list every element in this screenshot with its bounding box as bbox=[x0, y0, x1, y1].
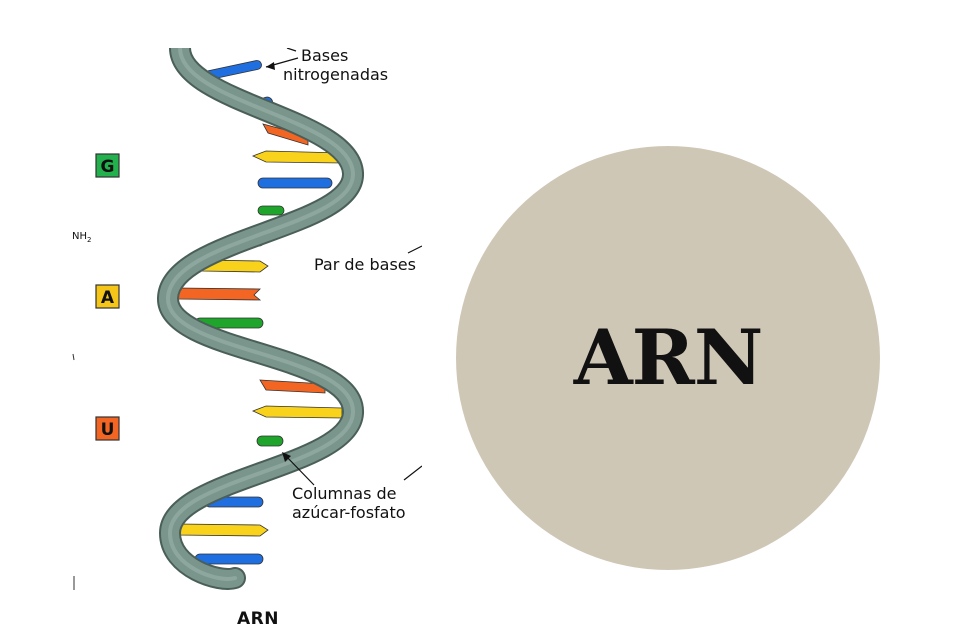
bases-pointer-arrowhead bbox=[266, 62, 275, 70]
fragment-tick bbox=[72, 353, 75, 361]
bases-tick bbox=[286, 48, 297, 52]
backbone-highlight bbox=[165, 48, 356, 581]
base-rung bbox=[257, 205, 285, 216]
nucleotide-g: G bbox=[95, 153, 120, 178]
nucleotide-u-letter: U bbox=[101, 420, 115, 440]
nucleotide-g-letter: G bbox=[101, 157, 115, 177]
nucleotide-a: A bbox=[95, 284, 120, 309]
backbone-tick bbox=[403, 465, 422, 481]
base-rung bbox=[259, 379, 326, 394]
base-rung bbox=[256, 435, 284, 447]
nitrogenous-label: nitrogenadas bbox=[283, 65, 388, 84]
amine-label: NH2 bbox=[72, 231, 91, 244]
base-rung bbox=[257, 177, 333, 189]
backbone-label-line2: azúcar-fosfato bbox=[292, 503, 406, 522]
backbone-label-line1: Columnas de bbox=[292, 484, 397, 503]
rna-diagram-svg: G A U NH2 Bases nitrogenadas Par de base… bbox=[72, 48, 422, 629]
backbone-pointer bbox=[283, 453, 315, 486]
nucleotide-u: U bbox=[95, 416, 120, 441]
bases-label: Bases bbox=[301, 48, 348, 65]
base-rung bbox=[177, 287, 262, 301]
slide-title: ARN bbox=[573, 313, 764, 402]
base-rung bbox=[177, 523, 269, 537]
diagram-caption: ARN bbox=[237, 609, 279, 629]
title-circle: ARN bbox=[456, 146, 880, 570]
base-rung bbox=[251, 405, 343, 419]
rna-diagram: G A U NH2 Bases nitrogenadas Par de base… bbox=[70, 48, 422, 630]
base-pair-tick bbox=[407, 245, 422, 254]
nucleotide-a-letter: A bbox=[101, 288, 115, 308]
backbone-pointer-arrowhead bbox=[282, 452, 291, 462]
base-pair-label: Par de bases bbox=[314, 255, 416, 274]
